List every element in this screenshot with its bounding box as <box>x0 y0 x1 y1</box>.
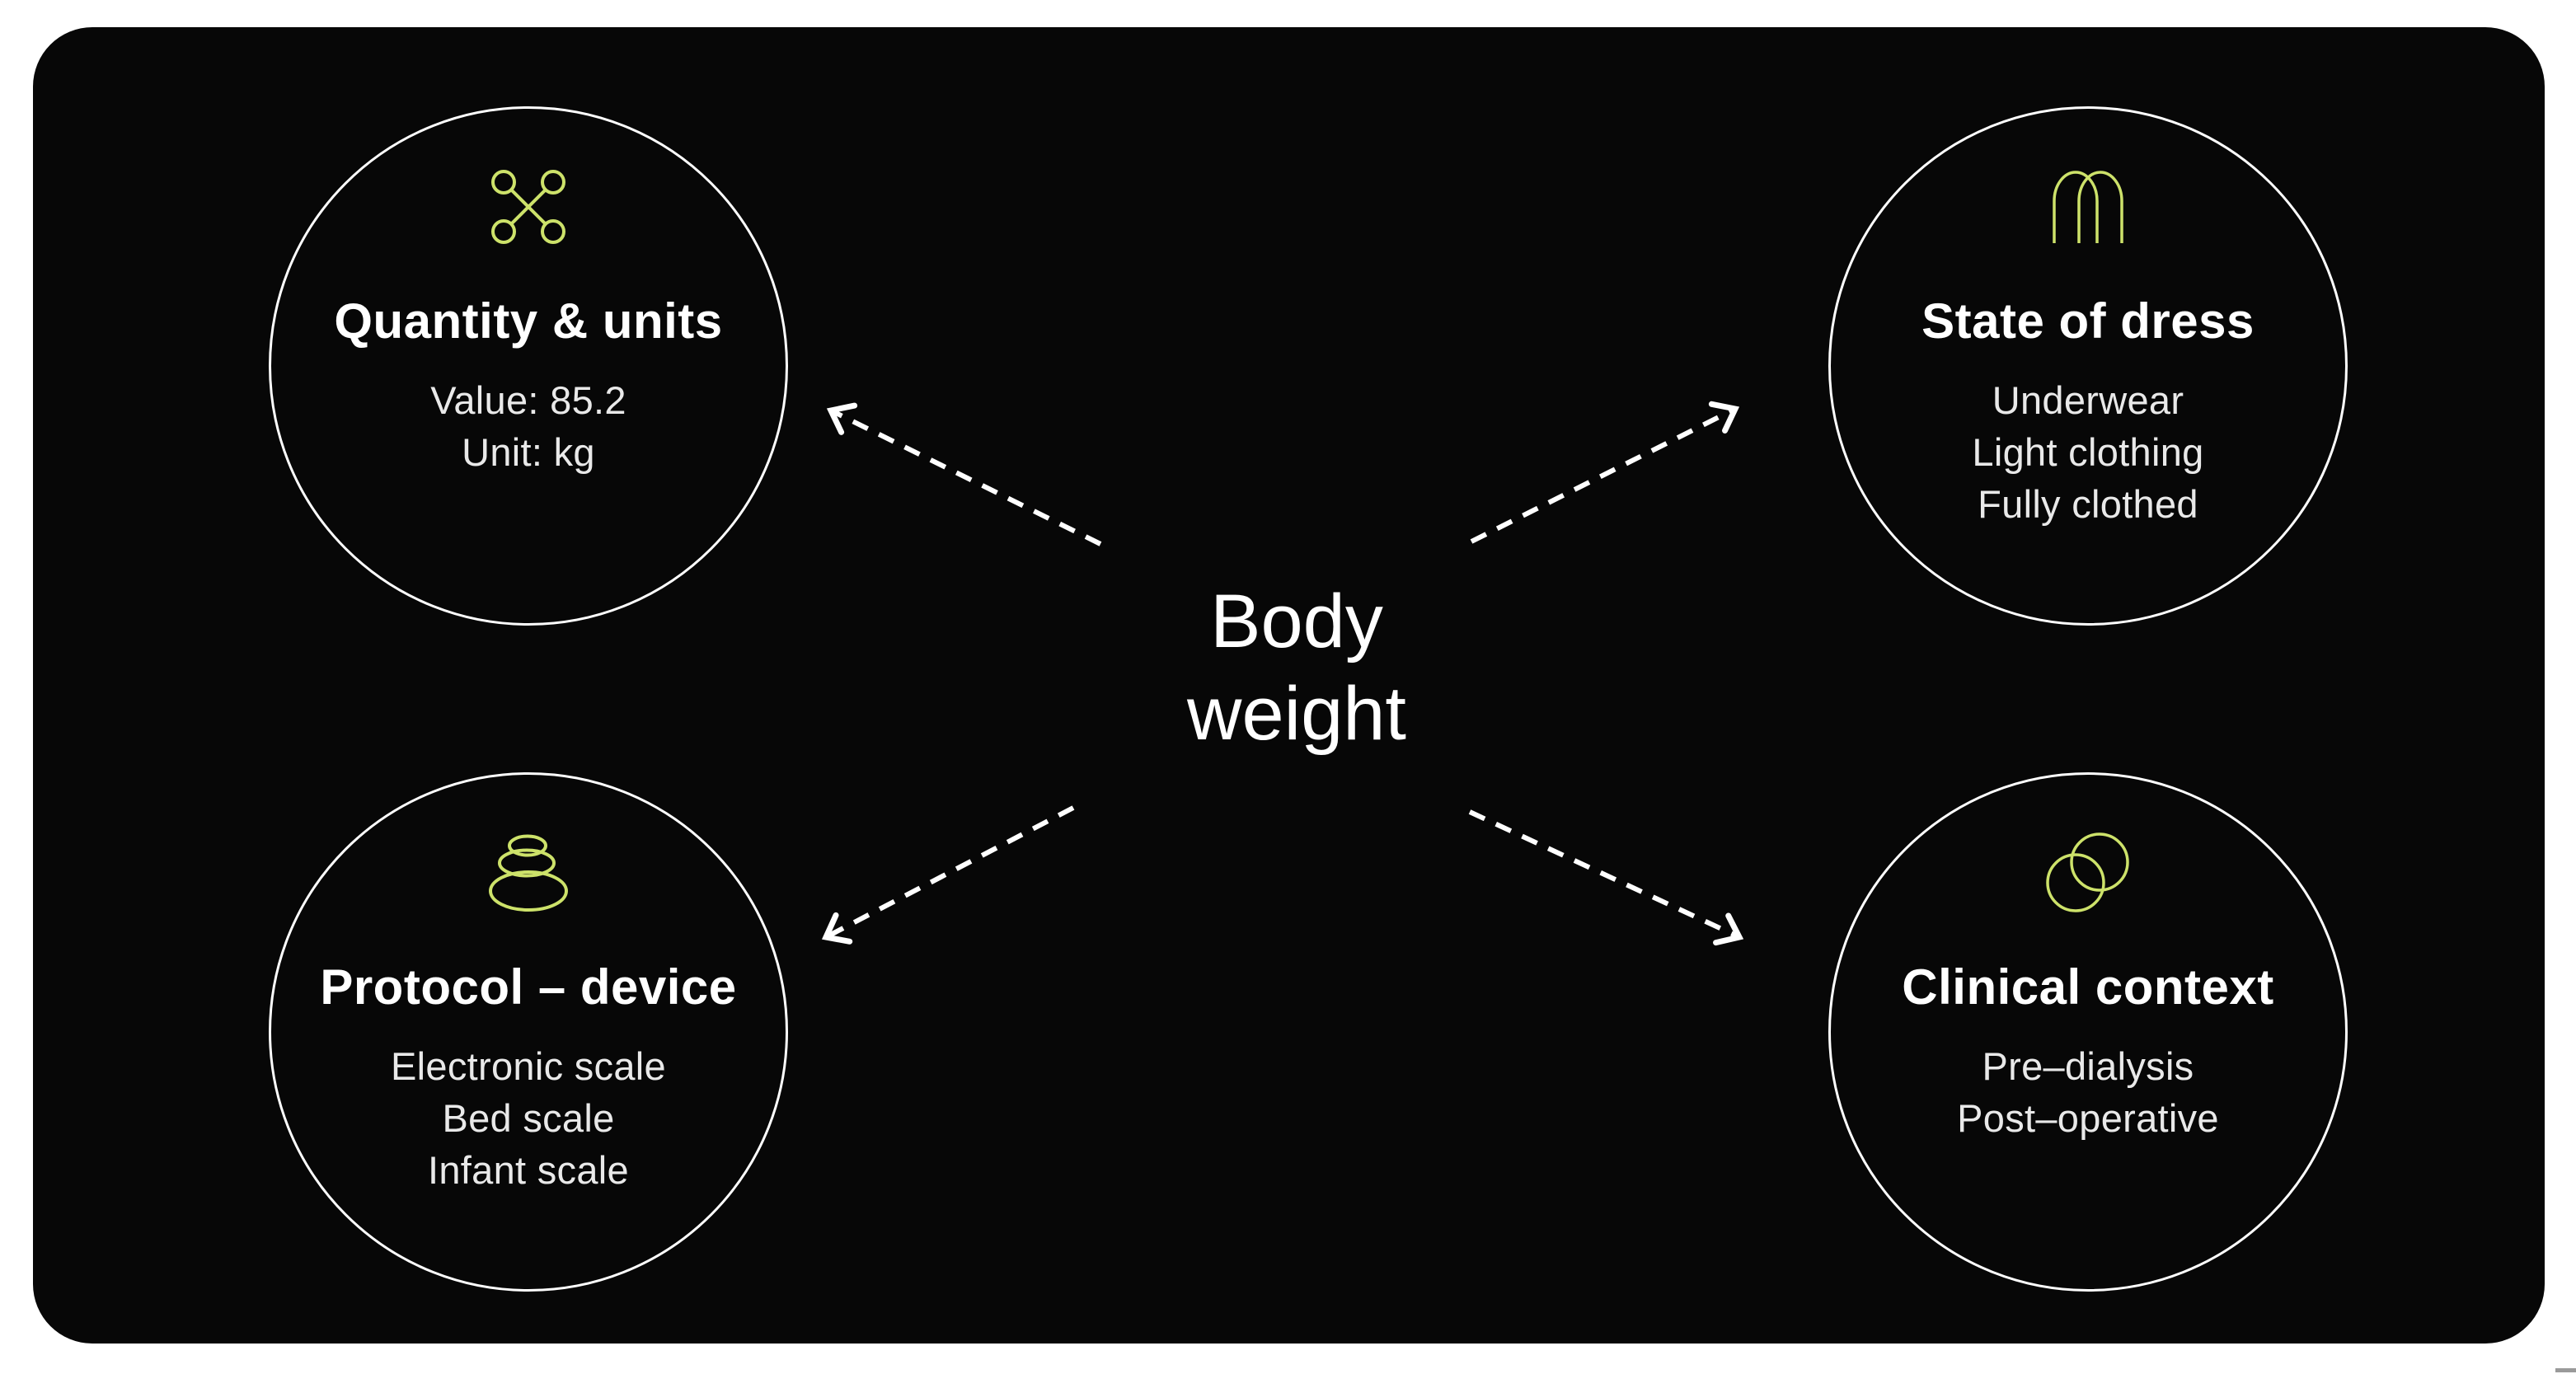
node-item: Underwear <box>1992 378 2184 422</box>
node-title: Clinical context <box>1902 959 2274 1015</box>
node-items: Value: 85.2 Unit: kg <box>271 374 786 478</box>
node-quantity-units: Quantity & units Value: 85.2 Unit: kg <box>269 106 788 626</box>
double-arch-icon <box>1831 163 2345 251</box>
node-item: Pre–dialysis <box>1982 1044 2194 1088</box>
node-item: Value: 85.2 <box>430 378 626 422</box>
stacked-stones-icon <box>271 829 786 917</box>
overlapping-circles-icon <box>1831 829 2345 917</box>
node-item: Post–operative <box>1957 1096 2219 1140</box>
node-item: Electronic scale <box>391 1044 666 1088</box>
center-label: Body weight <box>1008 575 1585 760</box>
node-items: Underwear Light clothing Fully clothed <box>1831 374 2345 530</box>
node-item: Bed scale <box>442 1096 615 1140</box>
node-title: Protocol – device <box>320 959 737 1015</box>
center-label-line: weight <box>1187 672 1406 756</box>
connected-nodes-icon <box>271 163 786 251</box>
node-clinical-context: Clinical context Pre–dialysis Post–opera… <box>1828 772 2348 1292</box>
center-label-line: Body <box>1210 579 1383 664</box>
node-item: Fully clothed <box>1978 482 2198 526</box>
node-item: Unit: kg <box>462 430 595 474</box>
node-items: Electronic scale Bed scale Infant scale <box>271 1040 786 1196</box>
node-title: State of dress <box>1921 293 2255 349</box>
screen-edge-artifact <box>2555 1368 2576 1372</box>
node-item: Infant scale <box>428 1148 629 1192</box>
node-protocol-device: Protocol – device Electronic scale Bed s… <box>269 772 788 1292</box>
node-item: Light clothing <box>1972 430 2204 474</box>
node-state-of-dress: State of dress Underwear Light clothing … <box>1828 106 2348 626</box>
node-title: Quantity & units <box>334 293 723 349</box>
node-items: Pre–dialysis Post–operative <box>1831 1040 2345 1144</box>
